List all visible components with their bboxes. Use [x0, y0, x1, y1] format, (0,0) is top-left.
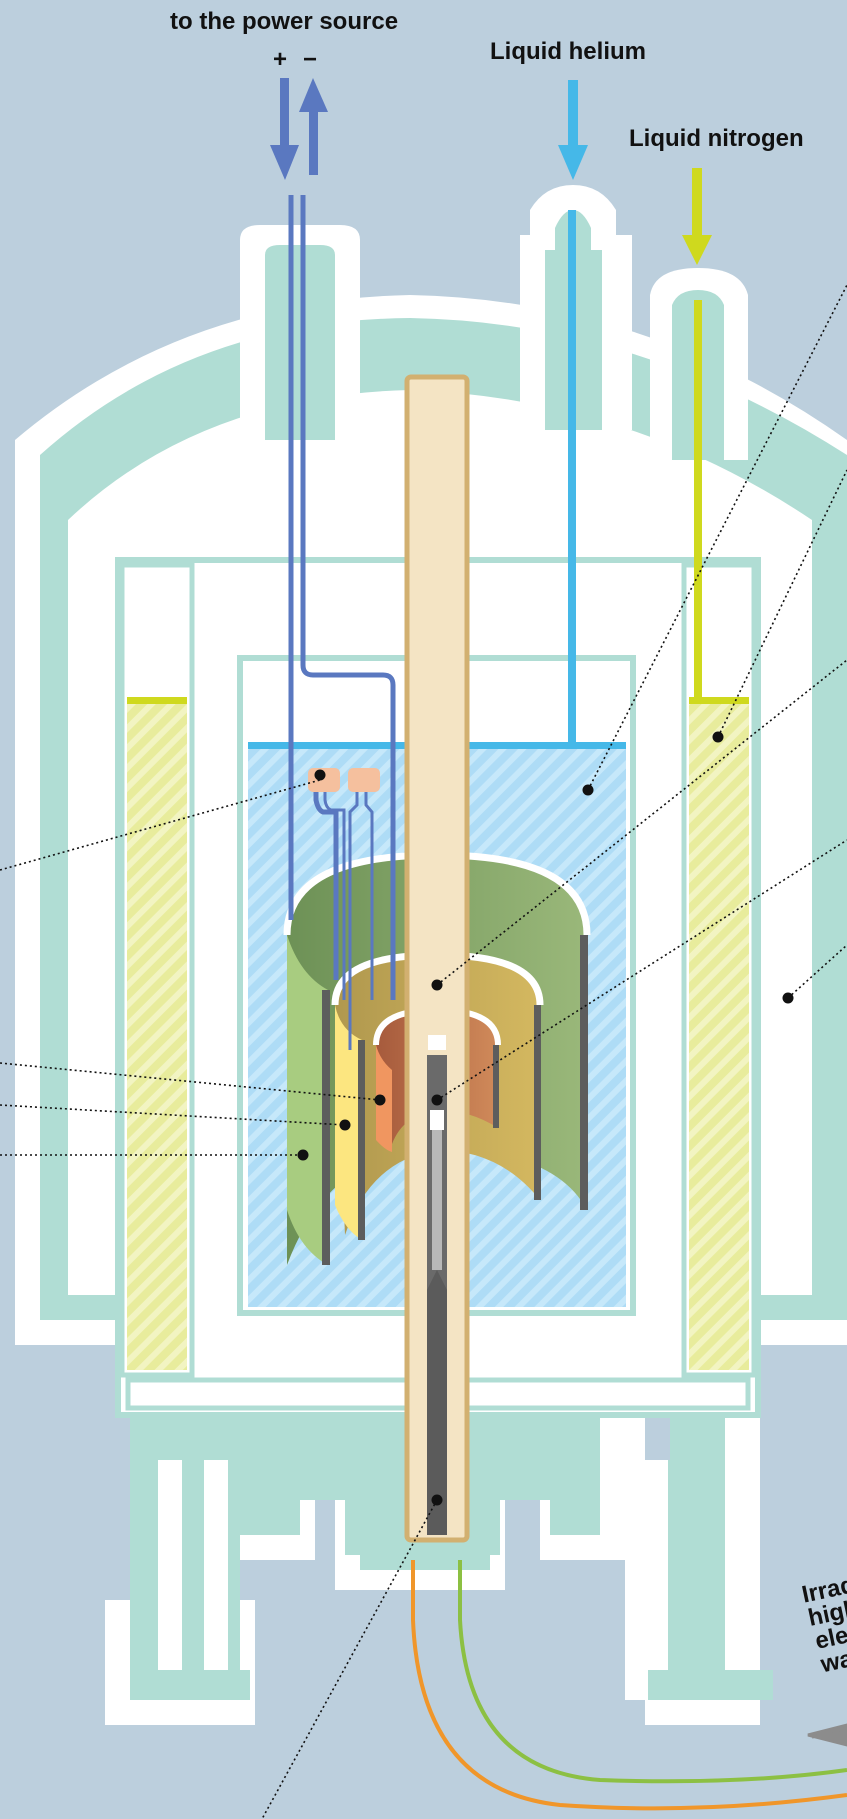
arrow-down-icon: [270, 145, 299, 180]
arrow-up-icon: [299, 78, 328, 112]
minus-label: −: [303, 46, 317, 74]
nitrogen-reservoir-right: [689, 700, 749, 1370]
sample-probe: [407, 377, 467, 1540]
irradiation-arrow-icon: [808, 1725, 847, 1745]
liquid-helium-label: Liquid helium: [490, 38, 646, 66]
nitrogen-reservoir-left: [127, 700, 187, 1370]
arrow-down-icon: [682, 235, 712, 265]
plus-label: +: [273, 46, 287, 74]
power-arrows: [270, 78, 328, 180]
arrow-down-icon: [558, 145, 588, 180]
liquid-nitrogen-label: Liquid nitrogen: [629, 125, 804, 153]
power-source-label: to the power source: [170, 8, 398, 36]
